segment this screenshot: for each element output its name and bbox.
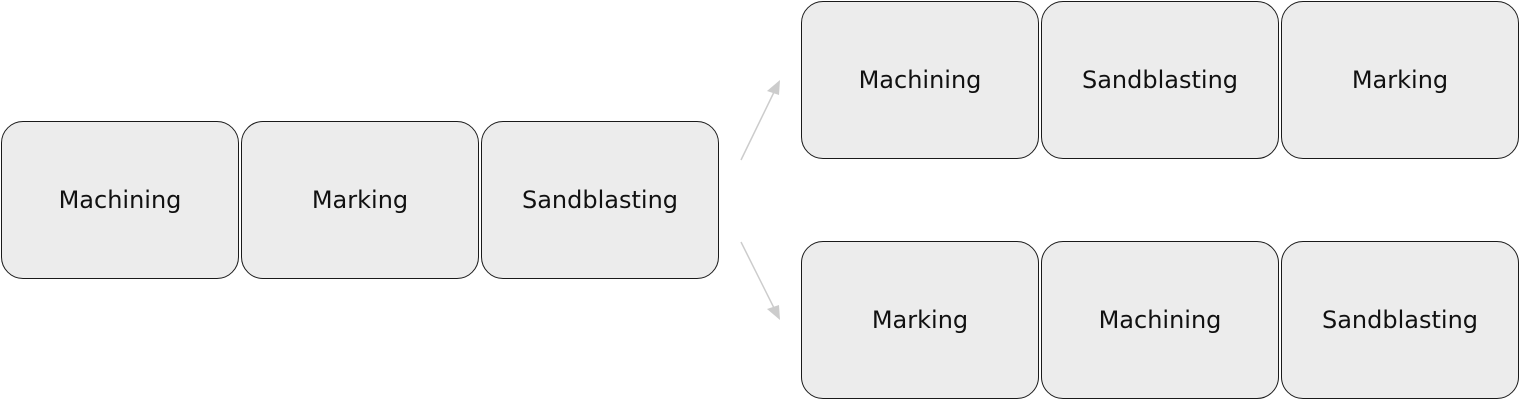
original-sequence: Machining Marking Sandblasting: [1, 121, 719, 279]
variant-sequence-bottom: Marking Machining Sandblasting: [801, 241, 1519, 399]
process-step-label: Marking: [871, 306, 969, 334]
arrow-to-top-variant: [740, 80, 780, 161]
arrow-to-bottom-variant: [740, 241, 780, 320]
process-step-box: Machining: [1041, 241, 1279, 399]
process-step-label: Machining: [858, 66, 982, 94]
process-step-box: Machining: [801, 1, 1039, 159]
process-step-box: Marking: [1281, 1, 1519, 159]
process-step-label: Sandblasting: [1081, 66, 1239, 94]
process-step-label: Machining: [1098, 306, 1222, 334]
process-step-box: Machining: [1, 121, 239, 279]
process-step-box: Sandblasting: [1041, 1, 1279, 159]
process-step-label: Marking: [311, 186, 409, 214]
variant-sequence-top: Machining Sandblasting Marking: [801, 1, 1519, 159]
process-step-label: Machining: [58, 186, 182, 214]
process-step-box: Marking: [801, 241, 1039, 399]
process-step-label: Marking: [1351, 66, 1449, 94]
process-step-label: Sandblasting: [521, 186, 679, 214]
process-step-label: Sandblasting: [1321, 306, 1479, 334]
process-step-box: Sandblasting: [481, 121, 719, 279]
process-step-box: Sandblasting: [1281, 241, 1519, 399]
process-step-box: Marking: [241, 121, 479, 279]
